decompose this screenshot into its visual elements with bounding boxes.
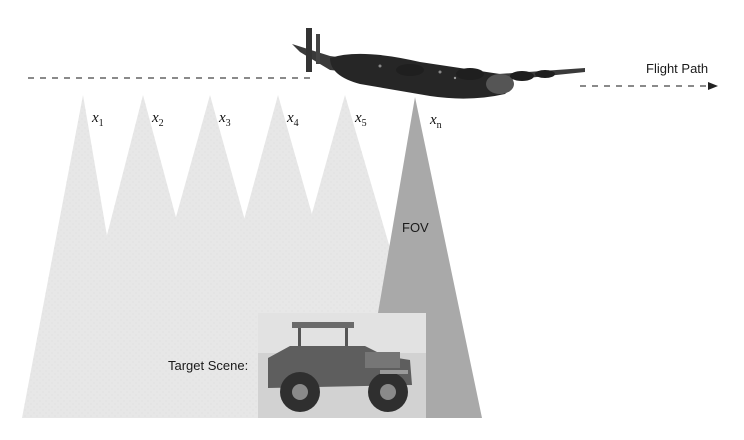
position-label-x3: x3 — [218, 110, 231, 129]
fov-label: FOV — [402, 220, 429, 235]
position-labels: x1 x2 x3 x4 x5 xn — [91, 110, 442, 131]
position-label-x2: x2 — [151, 110, 164, 129]
flight-path-arrowhead — [708, 82, 718, 90]
position-label-xn: xn — [429, 112, 442, 131]
position-label-x4: x4 — [286, 110, 299, 129]
flight-path-label: Flight Path — [646, 61, 708, 76]
position-label-x1: x1 — [91, 110, 104, 129]
target-scene-label: Target Scene: — [168, 358, 248, 373]
bomber-aircraft-icon — [292, 28, 585, 99]
target-scene-image — [258, 313, 426, 418]
position-label-x5: x5 — [354, 110, 367, 129]
jeep-photo-icon — [268, 322, 412, 412]
